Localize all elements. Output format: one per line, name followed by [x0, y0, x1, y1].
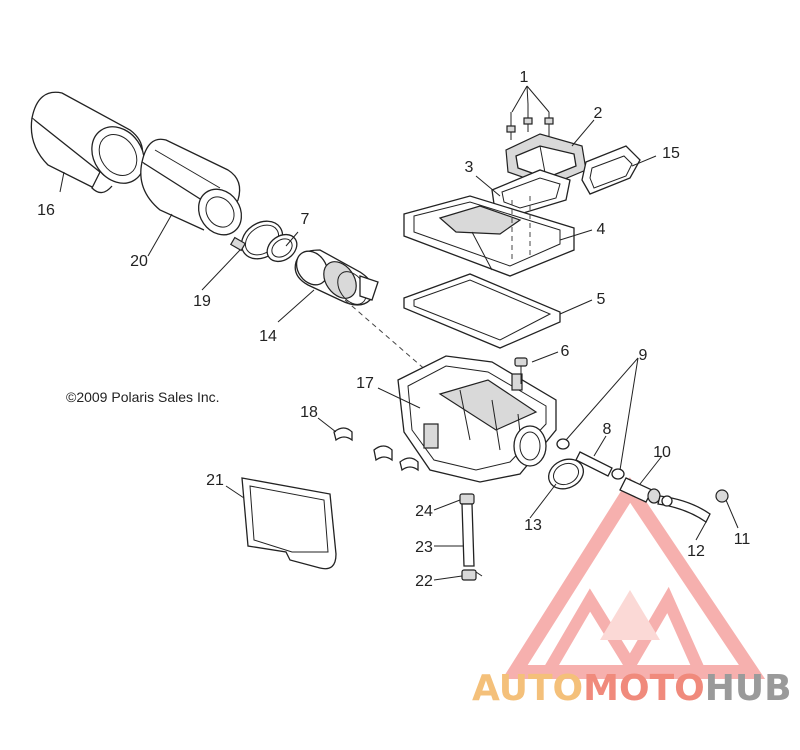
callout-24: 24	[415, 503, 433, 520]
callout-20: 20	[130, 253, 148, 270]
part-24-cap	[459, 493, 475, 505]
callout-2: 2	[594, 105, 603, 122]
callout-3: 3	[465, 159, 474, 176]
part-15-panel	[581, 145, 641, 195]
part-13-clamp	[547, 458, 585, 490]
callout-22: 22	[415, 573, 433, 590]
callout-18: 18	[300, 404, 318, 421]
callout-10: 10	[653, 444, 671, 461]
callout-21: 21	[206, 472, 224, 489]
part-23-tube	[461, 503, 475, 567]
part-9-fittings	[556, 438, 625, 480]
part-20-air-filter	[140, 138, 243, 236]
callout-17: 17	[356, 375, 374, 392]
callout-4: 4	[597, 221, 606, 238]
callout-13: 13	[524, 517, 542, 534]
part-4-airbox-lid	[403, 195, 575, 277]
alignment-line	[344, 299, 429, 373]
part-11-cap	[715, 489, 729, 503]
leader-lines	[59, 85, 739, 581]
part-5-seal	[403, 273, 561, 349]
watermark-moto: MOTO	[583, 668, 705, 709]
callout-15: 15	[662, 145, 680, 162]
part-8-hose	[575, 451, 613, 477]
copyright-notice: ©2009 Polaris Sales Inc.	[66, 389, 220, 405]
callout-5: 5	[597, 291, 606, 308]
callout-11: 11	[734, 531, 751, 548]
part-22-clamp	[461, 569, 483, 581]
watermark-hub: HUB	[705, 668, 792, 709]
part-1-screws	[506, 104, 554, 140]
watermark-auto: AUTO	[472, 668, 583, 709]
callout-14: 14	[259, 328, 277, 345]
part-18-clips	[333, 427, 419, 472]
callout-7: 7	[301, 211, 310, 228]
callout-23: 23	[415, 539, 433, 556]
part-14-intake-boot	[294, 249, 379, 306]
callout-12: 12	[687, 543, 705, 560]
watermark-logo	[502, 477, 766, 679]
part-6-bolt	[514, 357, 528, 384]
part-16-prefilter	[30, 91, 145, 194]
watermark-text: AUTOMOTOHUB	[472, 668, 792, 709]
part-12-hose	[657, 495, 711, 523]
part-17-airbox-base	[397, 355, 557, 483]
callout-1: 1	[520, 69, 529, 86]
callout-6: 6	[561, 343, 570, 360]
callout-16: 16	[37, 202, 55, 219]
part-21-plate	[241, 477, 337, 570]
callout-labels: 1 2 3 4 5 6 7 8 9 10 11 12 13 14 15 16 1…	[37, 69, 750, 590]
callout-19: 19	[193, 293, 211, 310]
callout-8: 8	[603, 421, 612, 438]
callout-9: 9	[639, 347, 648, 364]
